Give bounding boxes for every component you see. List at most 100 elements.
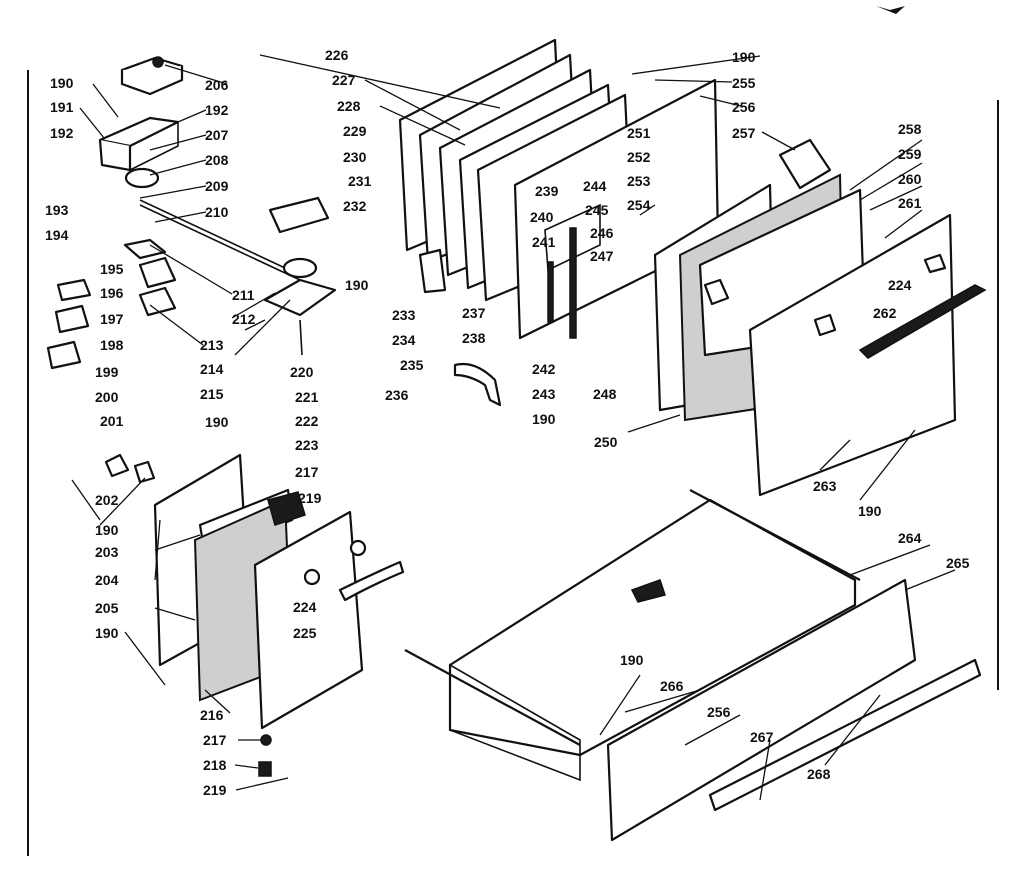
callout-201: 201 — [100, 413, 124, 429]
callout-257: 257 — [732, 125, 756, 141]
callout-215: 215 — [200, 386, 224, 402]
callout-200: 200 — [95, 389, 119, 405]
callout-209: 209 — [205, 178, 229, 194]
oven-door-assembly — [653, 138, 987, 497]
callout-216: 216 — [200, 707, 224, 723]
callout-193: 193 — [45, 202, 69, 218]
callout-223: 223 — [295, 437, 319, 453]
callout-199: 199 — [95, 364, 119, 380]
callout-196: 196 — [100, 285, 124, 301]
callout-250: 250 — [594, 434, 618, 450]
callout-252: 252 — [627, 149, 651, 165]
callout-206: 206 — [205, 77, 229, 93]
callout-202: 202 — [95, 492, 119, 508]
callout-237: 237 — [462, 305, 486, 321]
callout-240: 240 — [530, 209, 554, 225]
callout-235: 235 — [400, 357, 424, 373]
callout-190-i: 190 — [620, 652, 644, 668]
callout-261: 261 — [898, 195, 922, 211]
callout-224-a: 224 — [293, 599, 317, 615]
callout-246: 246 — [590, 225, 614, 241]
callout-205: 205 — [95, 600, 119, 616]
callout-228: 228 — [337, 98, 361, 114]
callout-232: 232 — [343, 198, 367, 214]
callout-262: 262 — [873, 305, 897, 321]
callout-190-c: 190 — [95, 522, 119, 538]
callout-234: 234 — [392, 332, 416, 348]
callout-254: 254 — [627, 197, 651, 213]
callout-190-b: 190 — [205, 414, 229, 430]
callout-203: 203 — [95, 544, 119, 560]
callout-214: 214 — [200, 361, 224, 377]
callout-221: 221 — [295, 389, 319, 405]
callout-258: 258 — [898, 121, 922, 137]
callout-233: 233 — [392, 307, 416, 323]
callout-190-e: 190 — [345, 277, 369, 293]
broiler-door-assembly — [104, 453, 405, 777]
callout-241: 241 — [532, 234, 556, 250]
callout-236: 236 — [385, 387, 409, 403]
callout-194: 194 — [45, 227, 69, 243]
corner-mark-icon — [876, 6, 905, 14]
callout-217-a: 217 — [295, 464, 319, 480]
callout-256-b: 256 — [707, 704, 731, 720]
callout-230: 230 — [343, 149, 367, 165]
callout-264: 264 — [898, 530, 922, 546]
callout-268: 268 — [807, 766, 831, 782]
callout-220: 220 — [290, 364, 314, 380]
callout-238: 238 — [462, 330, 486, 346]
callout-190-f: 190 — [532, 411, 556, 427]
callout-190-d: 190 — [95, 625, 119, 641]
callout-219-b: 219 — [203, 782, 227, 798]
callout-244: 244 — [583, 178, 607, 194]
callout-263: 263 — [813, 478, 837, 494]
callout-213: 213 — [200, 337, 224, 353]
callout-229: 229 — [343, 123, 367, 139]
callout-239: 239 — [535, 183, 559, 199]
callout-267: 267 — [750, 729, 774, 745]
callout-217-b: 217 — [203, 732, 227, 748]
callout-208: 208 — [205, 152, 229, 168]
callout-242: 242 — [532, 361, 556, 377]
storage-drawer-assembly — [404, 489, 982, 842]
leader-lines — [71, 54, 956, 801]
callout-245: 245 — [585, 202, 609, 218]
callout-224-b: 224 — [888, 277, 912, 293]
callout-255: 255 — [732, 75, 756, 91]
hinge-bracket-assembly — [46, 56, 337, 370]
callout-259: 259 — [898, 146, 922, 162]
callout-227: 227 — [332, 72, 356, 88]
callout-212: 212 — [232, 311, 256, 327]
callout-231: 231 — [348, 173, 372, 189]
callout-222: 222 — [295, 413, 319, 429]
callout-256-a: 256 — [732, 99, 756, 115]
callout-226: 226 — [325, 47, 349, 63]
callout-190-g: 190 — [732, 49, 756, 65]
callout-204: 204 — [95, 572, 119, 588]
callout-266: 266 — [660, 678, 684, 694]
callout-198: 198 — [100, 337, 124, 353]
callout-247: 247 — [590, 248, 614, 264]
callout-195: 195 — [100, 261, 124, 277]
callout-248: 248 — [593, 386, 617, 402]
callout-218: 218 — [203, 757, 227, 773]
callout-265: 265 — [946, 555, 970, 571]
callout-192-a: 192 — [205, 102, 229, 118]
callout-192-b: 192 — [50, 125, 74, 141]
callout-219-a: 219 — [298, 490, 322, 506]
callout-260: 260 — [898, 171, 922, 187]
callout-253: 253 — [627, 173, 651, 189]
callout-251: 251 — [627, 125, 651, 141]
callout-190-a: 190 — [50, 75, 74, 91]
callout-191: 191 — [50, 99, 74, 115]
callout-225: 225 — [293, 625, 317, 641]
callout-190-h: 190 — [858, 503, 882, 519]
upper-door-panel-stack — [398, 38, 720, 407]
callout-210: 210 — [205, 204, 229, 220]
callout-211: 211 — [232, 287, 255, 303]
part-callouts: 206 190 191 192 192 207 208 209 193 210 … — [45, 47, 970, 798]
callout-207: 207 — [205, 127, 229, 143]
callout-197: 197 — [100, 311, 124, 327]
callout-243: 243 — [532, 386, 556, 402]
